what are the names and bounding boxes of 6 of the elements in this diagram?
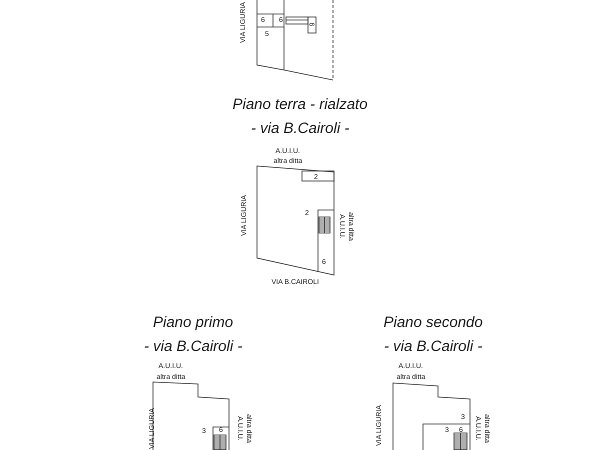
street-subtitle: - via B.Cairoli - bbox=[384, 338, 482, 354]
floor-title: Piano terra - rialzato bbox=[232, 96, 368, 112]
street-subtitle: - via B.Cairoli - bbox=[144, 338, 242, 354]
street-subtitle: - via B.Cairoli - bbox=[251, 120, 350, 136]
floor-title: Piano primo bbox=[153, 314, 234, 330]
floor-title: Piano secondo bbox=[384, 314, 483, 330]
